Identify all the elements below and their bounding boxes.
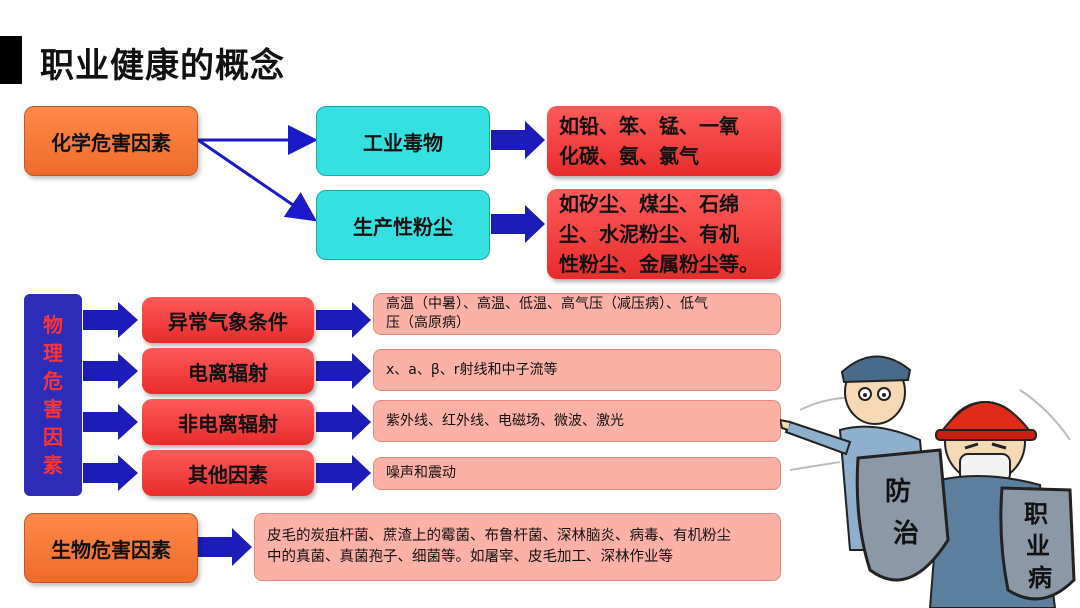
detail-line: 皮毛的炭疽杆菌、蔗渣上的霉菌、布鲁杆菌、深林脑炎、病毒、有机粉尘 bbox=[267, 528, 731, 544]
other-factors-box: 其他因素 bbox=[142, 450, 314, 496]
shield-left-char: 防 bbox=[885, 477, 911, 507]
block-arrow-detail-4 bbox=[316, 455, 371, 491]
block-arrow-phys-4 bbox=[83, 455, 138, 491]
physical-label-char: 害 bbox=[43, 397, 63, 421]
biological-hazard-box: 生物危害因素 bbox=[24, 513, 198, 583]
non-ionizing-radiation-detail: 紫外线、红外线、电磁场、微波、激光 bbox=[373, 400, 781, 442]
block-arrow-detail-1 bbox=[316, 302, 371, 338]
physical-label-char: 素 bbox=[43, 453, 63, 477]
dust-examples-line-1: 如矽尘、煤尘、石绵 bbox=[559, 192, 739, 216]
toxin-examples-line-2: 化碳、氨、氯气 bbox=[559, 144, 699, 168]
physical-label-char: 物 bbox=[43, 313, 63, 337]
detail-line: 压（高原病） bbox=[386, 315, 470, 331]
block-arrow-bio bbox=[198, 528, 252, 566]
abnormal-weather-detail: 高温（中暑）、高温、低温、高气压（减压病）、低气 压（高原病） bbox=[373, 293, 781, 335]
physical-label-char: 因 bbox=[43, 425, 63, 449]
physical-hazard-box: 物 理 危 害 因 素 bbox=[24, 294, 82, 496]
occupational-disease-cartoon: 防 治 职 业 病 bbox=[780, 355, 1076, 608]
detail-line: 高温（中暑）、高温、低温、高气压（减压病）、低气 bbox=[386, 296, 708, 312]
block-arrow-detail-3 bbox=[316, 404, 371, 440]
non-ionizing-radiation-box: 非电离辐射 bbox=[142, 399, 314, 445]
chemical-hazard-box: 化学危害因素 bbox=[24, 106, 198, 176]
block-arrow-phys-2 bbox=[83, 353, 138, 389]
other-factors-detail: 噪声和震动 bbox=[373, 457, 781, 490]
block-arrow-phys-3 bbox=[83, 404, 138, 440]
biological-detail: 皮毛的炭疽杆菌、蔗渣上的霉菌、布鲁杆菌、深林脑炎、病毒、有机粉尘 中的真菌、真菌… bbox=[254, 513, 781, 581]
toxin-examples-box: 如铅、笨、锰、一氧 化碳、氨、氯气 bbox=[547, 106, 781, 176]
dust-examples-box: 如矽尘、煤尘、石绵 尘、水泥粉尘、有机 性粉尘、金属粉尘等。 bbox=[547, 189, 781, 279]
toxin-examples-line-1: 如铅、笨、锰、一氧 bbox=[559, 114, 739, 138]
shield-left bbox=[855, 448, 950, 582]
block-arrow-dust bbox=[491, 205, 545, 243]
shield-right-char: 病 bbox=[1028, 564, 1052, 592]
title-accent-bar bbox=[0, 36, 22, 84]
shield-right-char: 业 bbox=[1026, 532, 1050, 560]
ionizing-radiation-box: 电离辐射 bbox=[142, 348, 314, 394]
detail-line: 中的真菌、真菌孢子、细菌等。如屠宰、皮毛加工、深林作业等 bbox=[267, 549, 673, 565]
dust-examples-line-2: 尘、水泥粉尘、有机 bbox=[559, 222, 739, 246]
physical-label-char: 危 bbox=[43, 369, 63, 393]
abnormal-weather-box: 异常气象条件 bbox=[142, 297, 314, 343]
shield-right bbox=[999, 486, 1076, 601]
page-title: 职业健康的概念 bbox=[40, 46, 285, 86]
block-arrow-phys-1 bbox=[83, 302, 138, 338]
block-arrow-detail-2 bbox=[316, 353, 371, 389]
productive-dust-box: 生产性粉尘 bbox=[316, 190, 490, 260]
shield-right-char: 职 bbox=[1024, 500, 1048, 528]
physical-label-char: 理 bbox=[43, 341, 63, 365]
industrial-toxin-box: 工业毒物 bbox=[316, 106, 490, 176]
ionizing-radiation-detail: x、a、β、r射线和中子流等 bbox=[373, 349, 781, 391]
block-arrow-toxin bbox=[491, 121, 545, 159]
arrow-chemical-to-dust bbox=[197, 138, 317, 222]
shield-left-char: 治 bbox=[893, 519, 919, 549]
dust-examples-line-3: 性粉尘、金属粉尘等。 bbox=[559, 252, 759, 276]
